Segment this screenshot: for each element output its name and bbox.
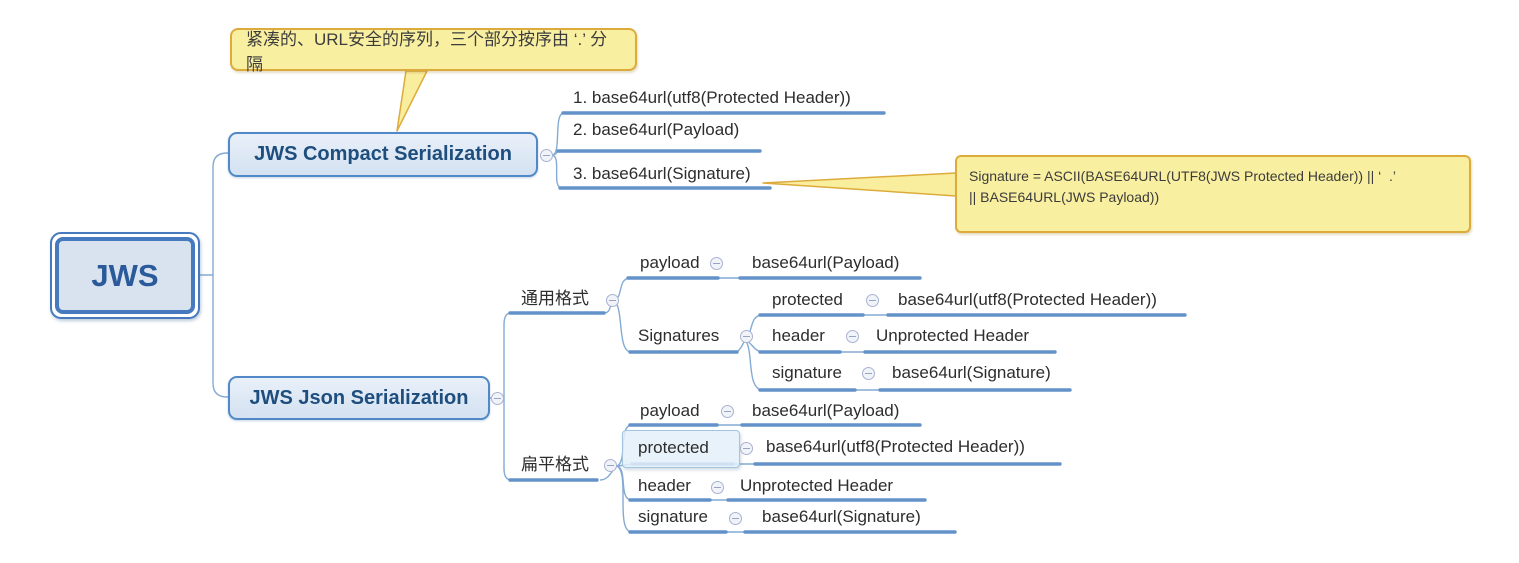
callout-compact-note[interactable]: 紧凑的、URL安全的序列，三个部分按序由 ‘.’ 分隔 bbox=[230, 28, 637, 74]
collapse-toggle-general-header[interactable] bbox=[846, 330, 859, 343]
minus-icon bbox=[743, 448, 750, 449]
general-payload-value[interactable]: base64url(Payload) bbox=[752, 253, 900, 272]
collapse-toggle-flat-payload[interactable] bbox=[721, 405, 734, 418]
branch-compact-serialization[interactable]: JWS Compact Serialization bbox=[228, 132, 538, 177]
collapse-toggle-flat-header[interactable] bbox=[711, 481, 724, 494]
signatures-topic[interactable]: Signatures bbox=[638, 326, 720, 345]
collapse-toggle-general-protected[interactable] bbox=[866, 294, 879, 307]
general-signature-key[interactable]: signature bbox=[772, 363, 842, 382]
flat-protected-value[interactable]: base64url(utf8(Protected Header)) bbox=[766, 437, 1025, 456]
flat-signature-value[interactable]: base64url(Signature) bbox=[762, 507, 921, 526]
flat-protected-key[interactable]: protected bbox=[638, 438, 709, 457]
collapse-toggle-json[interactable] bbox=[491, 392, 504, 405]
compact-item-2[interactable]: 2. base64url(Payload) bbox=[573, 120, 740, 139]
topic-underlines bbox=[508, 111, 1187, 534]
minus-icon bbox=[713, 263, 720, 264]
callout-tail-top bbox=[396, 70, 428, 132]
flat-payload-key[interactable]: payload bbox=[640, 401, 700, 420]
flat-payload-value[interactable]: base64url(Payload) bbox=[752, 401, 900, 420]
callout-compact-note-text: 紧凑的、URL安全的序列，三个部分按序由 ‘.’ 分隔 bbox=[246, 29, 608, 74]
flat-header-key[interactable]: header bbox=[638, 476, 691, 495]
collapse-toggle-general-signature[interactable] bbox=[862, 367, 875, 380]
general-header-key[interactable]: header bbox=[772, 326, 825, 345]
flat-header-value[interactable]: Unprotected Header bbox=[740, 476, 894, 495]
general-protected-key[interactable]: protected bbox=[772, 290, 843, 309]
collapse-toggle-general-payload[interactable] bbox=[710, 257, 723, 270]
general-payload-key[interactable]: payload bbox=[640, 253, 700, 272]
flat-signature-key[interactable]: signature bbox=[638, 507, 708, 526]
minus-icon bbox=[849, 336, 856, 337]
callout-signature-formula[interactable]: Signature = ASCII(BASE64URL(UTF8(JWS Pro… bbox=[955, 155, 1471, 233]
minus-icon bbox=[743, 336, 750, 337]
general-protected-value[interactable]: base64url(utf8(Protected Header)) bbox=[898, 290, 1157, 309]
minus-icon bbox=[724, 411, 731, 412]
minus-icon bbox=[869, 300, 876, 301]
collapse-toggle-flat-protected[interactable] bbox=[740, 442, 753, 455]
collapse-toggle-general[interactable] bbox=[606, 294, 619, 307]
general-signature-value[interactable]: base64url(Signature) bbox=[892, 363, 1051, 382]
branch-json-serialization[interactable]: JWS Json Serialization bbox=[228, 376, 490, 420]
root-topic-label: JWS bbox=[55, 237, 195, 314]
minus-icon bbox=[865, 373, 872, 374]
flattened-format-topic[interactable]: 扁平格式 bbox=[521, 455, 589, 474]
compact-item-3[interactable]: 3. base64url(Signature) bbox=[573, 164, 751, 183]
minus-icon bbox=[609, 300, 616, 301]
minus-icon bbox=[494, 398, 501, 399]
branch-compact-label: JWS Compact Serialization bbox=[254, 143, 512, 165]
compact-item-1[interactable]: 1. base64url(utf8(Protected Header)) bbox=[573, 88, 851, 107]
callout-formula-line2: || BASE64URL(JWS Payload)) bbox=[969, 189, 1160, 205]
general-header-value[interactable]: Unprotected Header bbox=[876, 326, 1030, 345]
minus-icon bbox=[714, 487, 721, 488]
root-topic[interactable]: JWS bbox=[50, 232, 200, 319]
minus-icon bbox=[607, 465, 614, 466]
minus-icon bbox=[543, 155, 550, 156]
selected-topic-highlight bbox=[622, 430, 740, 468]
collapse-toggle-flattened[interactable] bbox=[604, 459, 617, 472]
callout-formula-line1: Signature = ASCII(BASE64URL(UTF8(JWS Pro… bbox=[969, 168, 1397, 184]
branch-json-label: JWS Json Serialization bbox=[249, 386, 469, 409]
collapse-toggle-compact[interactable] bbox=[540, 149, 553, 162]
collapse-toggle-signatures[interactable] bbox=[740, 330, 753, 343]
callout-tail-right bbox=[762, 172, 957, 197]
minus-icon bbox=[732, 518, 739, 519]
collapse-toggle-flat-signature[interactable] bbox=[729, 512, 742, 525]
general-format-topic[interactable]: 通用格式 bbox=[521, 289, 589, 308]
